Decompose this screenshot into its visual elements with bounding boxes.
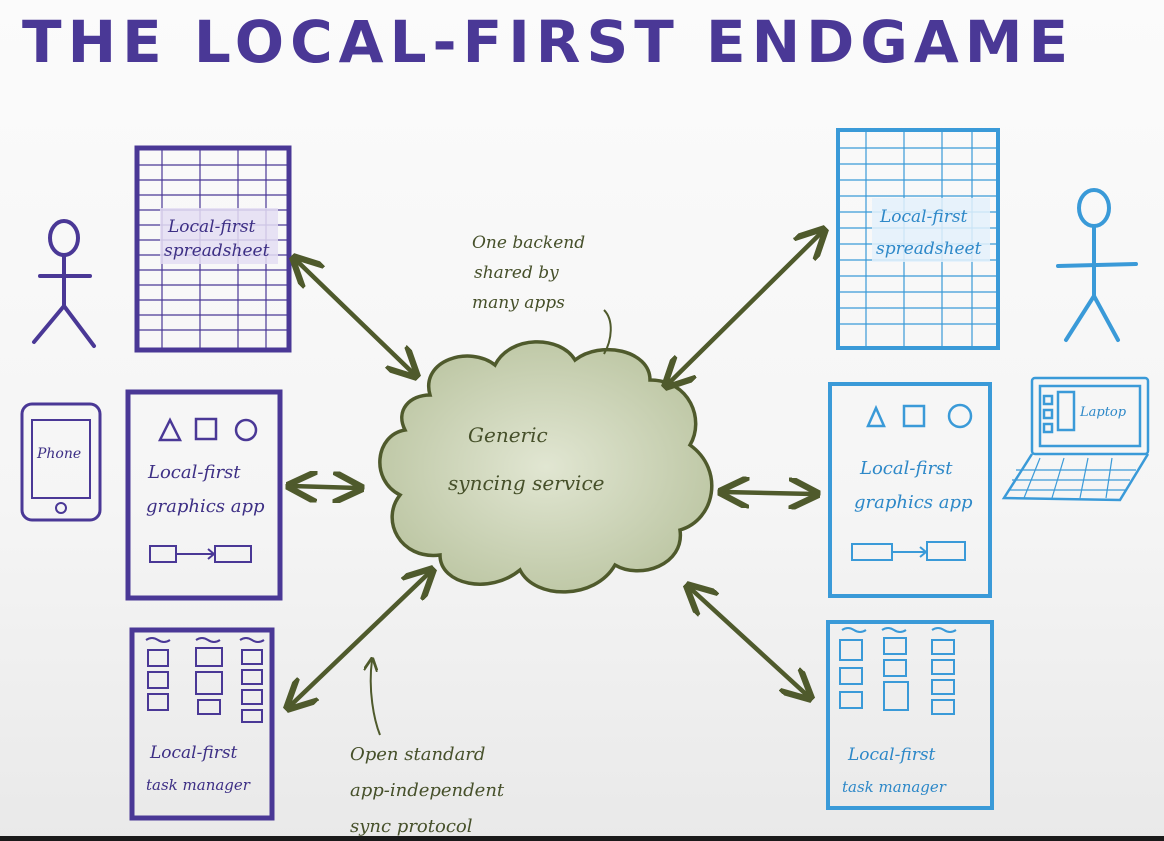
right-kanban-cards	[840, 628, 956, 714]
arrow-right-spreadsheet	[668, 232, 822, 384]
left-graphics-label-2: graphics app	[146, 496, 265, 517]
right-triangle-shape-icon	[868, 408, 884, 426]
left-spreadsheet-label-2: spreadsheet	[164, 241, 270, 261]
left-tasks-label-2: task manager	[146, 776, 251, 794]
laptop-label: Laptop	[1079, 405, 1127, 420]
left-kanban-cards	[146, 638, 264, 722]
right-task-manager-app: Local-first task manager	[828, 622, 992, 808]
left-task-manager-app: Local-first task manager	[132, 630, 272, 818]
left-user-figure	[34, 221, 94, 346]
protocol-annotation: Open standard app-independent sync proto…	[350, 660, 505, 837]
protocol-annotation-line1: Open standard	[350, 744, 485, 765]
arrow-left-spreadsheet	[296, 260, 414, 374]
backend-annotation-line3: many apps	[472, 293, 565, 313]
protocol-annotation-line2: app-independent	[350, 780, 505, 801]
right-graphics-app: Local-first graphics app	[830, 384, 990, 596]
phone-device: Phone	[22, 404, 100, 520]
triangle-shape-icon	[160, 420, 180, 440]
right-circle-shape-icon	[949, 405, 971, 427]
right-square-shape-icon	[904, 406, 924, 426]
laptop-device	[1004, 378, 1148, 500]
right-tasks-label-2: task manager	[842, 778, 947, 796]
backend-annotation-line2: shared by	[474, 263, 559, 283]
cloud-label-line1: Generic	[468, 423, 548, 447]
left-spreadsheet-label-1: Local-first	[167, 217, 256, 237]
page-title: THE LOCAL-FIRST ENDGAME	[22, 8, 1074, 76]
backend-annotation: One backend shared by many apps	[472, 233, 611, 354]
right-spreadsheet-app: Local-first spreadsheet	[838, 130, 998, 348]
sync-cloud	[380, 342, 712, 592]
left-tasks-label-1: Local-first	[149, 743, 238, 763]
right-tasks-label-1: Local-first	[847, 745, 936, 765]
backend-annotation-line1: One backend	[472, 233, 585, 253]
right-user-figure	[1058, 190, 1136, 340]
left-spreadsheet-app: Local-first spreadsheet	[137, 148, 289, 350]
right-graphics-label-2: graphics app	[854, 492, 973, 513]
bottom-frame-edge	[0, 836, 1164, 841]
right-spreadsheet-label-2: spreadsheet	[876, 239, 982, 259]
square-shape-icon	[196, 419, 216, 439]
protocol-annotation-line3: sync protocol	[350, 816, 473, 837]
circle-shape-icon	[236, 420, 256, 440]
phone-label: Phone	[36, 446, 81, 462]
left-graphics-app: Local-first graphics app	[128, 392, 280, 598]
left-graphics-label-1: Local-first	[147, 462, 241, 483]
arrow-left-graphics	[292, 486, 358, 488]
right-spreadsheet-label-1: Local-first	[879, 207, 968, 227]
arrow-right-tasks	[690, 588, 808, 696]
arrow-right-graphics	[724, 492, 814, 494]
arrow-left-tasks	[290, 572, 430, 706]
right-graphics-label-1: Local-first	[859, 458, 953, 479]
cloud-label-line2: syncing service	[448, 471, 604, 495]
